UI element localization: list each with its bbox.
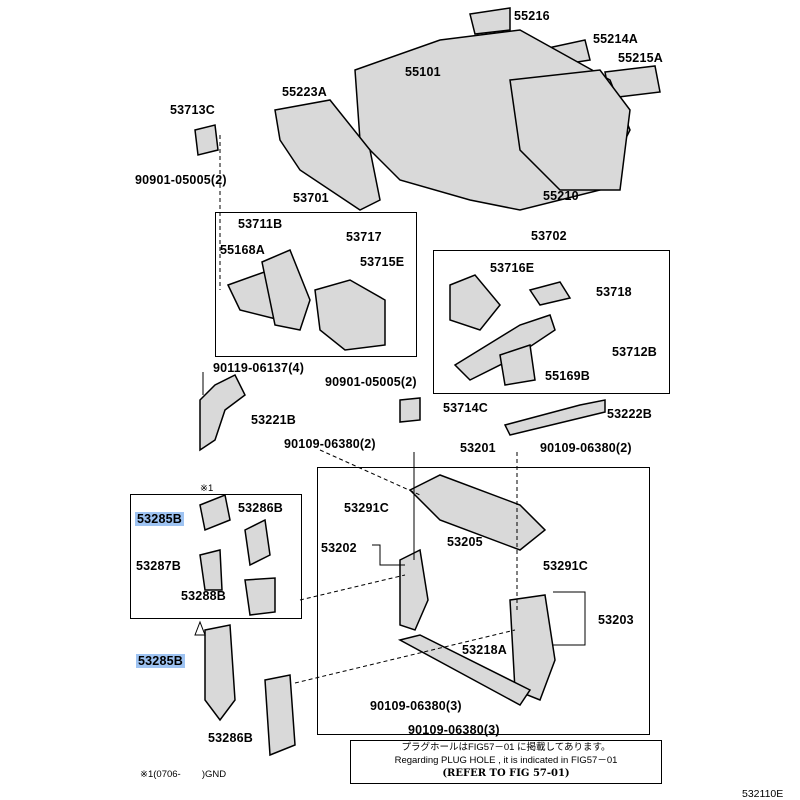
label-90109-06380-c[interactable]: 90109-06380(3) [370, 699, 462, 713]
label-53712b[interactable]: 53712B [612, 345, 657, 359]
label-53285b-lower[interactable]: 53285B [136, 654, 185, 668]
label-53291c-a[interactable]: 53291C [344, 501, 389, 515]
note-japanese: プラグホールはFIG57－01 に掲載してあります。 [401, 742, 611, 753]
part-55216 [469, 7, 511, 35]
note-english: Regarding PLUG HOLE , it is indicated in… [394, 755, 618, 766]
label-55210[interactable]: 55210 [543, 189, 579, 203]
label-53713c[interactable]: 53713C [170, 103, 215, 117]
group-box-side-parts [130, 494, 302, 619]
part-53221b [199, 373, 246, 452]
label-90901-05005-b[interactable]: 90901-05005(2) [325, 375, 417, 389]
label-90119-06137[interactable]: 90119-06137(4) [213, 361, 305, 375]
plug-hole-note: プラグホールはFIG57－01 に掲載してあります。 Regarding PLU… [350, 740, 662, 784]
figure-id: 532110E [742, 788, 784, 800]
part-53712b [453, 314, 556, 381]
label-53205[interactable]: 53205 [447, 535, 483, 549]
label-53201[interactable]: 53201 [460, 441, 496, 455]
part-55223a [274, 99, 381, 211]
footnote: ※1(0706- )GND [140, 769, 227, 780]
label-53286b-lower[interactable]: 53286B [208, 731, 253, 745]
part-53288b [244, 577, 276, 616]
part-53711b [261, 249, 311, 331]
part-55169b [499, 344, 536, 386]
part-53202 [399, 548, 429, 631]
label-53718[interactable]: 53718 [596, 285, 632, 299]
part-55210 [509, 69, 631, 191]
label-53715e[interactable]: 53715E [360, 255, 405, 269]
label-55168a[interactable]: 55168A [220, 243, 265, 257]
label-90109-06380-b[interactable]: 90109-06380(2) [540, 441, 632, 455]
label-55215a[interactable]: 55215A [618, 51, 663, 65]
label-53288b[interactable]: 53288B [181, 589, 226, 603]
label-53291c-b[interactable]: 53291C [543, 559, 588, 573]
label-53702[interactable]: 53702 [531, 229, 567, 243]
group-box-53201 [317, 467, 650, 735]
part-53285b-upper [199, 493, 231, 532]
label-55169b[interactable]: 55169B [545, 369, 590, 383]
label-90109-06380-d[interactable]: 90109-06380(3) [408, 723, 500, 737]
label-53287b[interactable]: 53287B [136, 559, 181, 573]
label-53202[interactable]: 53202 [321, 541, 357, 555]
part-53718 [528, 281, 572, 306]
label-53203[interactable]: 53203 [598, 613, 634, 627]
part-53218a [397, 634, 532, 706]
group-box-53702 [433, 250, 670, 394]
label-mark-1: ※1 [200, 483, 214, 494]
label-53285b-upper[interactable]: 53285B [135, 512, 184, 526]
label-53716e[interactable]: 53716E [490, 261, 535, 275]
part-53285b-lower [204, 624, 236, 722]
part-53286b-upper [244, 518, 271, 567]
part-53714c [399, 397, 421, 423]
note-refer-link[interactable]: (REFER TO FIG 57-01) [442, 768, 570, 779]
label-53221b[interactable]: 53221B [251, 413, 296, 427]
part-53286b-lower [264, 674, 296, 757]
label-53717[interactable]: 53717 [346, 230, 382, 244]
part-53222b [503, 399, 606, 436]
label-53218a[interactable]: 53218A [462, 643, 507, 657]
label-55223a[interactable]: 55223A [282, 85, 327, 99]
label-53714c[interactable]: 53714C [443, 401, 488, 415]
label-55216[interactable]: 55216 [514, 9, 550, 23]
label-55101[interactable]: 55101 [405, 65, 441, 79]
label-90109-06380-a[interactable]: 90109-06380(2) [284, 437, 376, 451]
part-53713c [194, 124, 219, 156]
label-53286b-upper[interactable]: 53286B [238, 501, 283, 515]
group-box-53701 [215, 212, 417, 357]
part-53203 [509, 594, 556, 701]
part-53205 [408, 474, 547, 551]
part-53287b [199, 549, 223, 591]
label-90901-05005-a[interactable]: 90901-05005(2) [135, 173, 227, 187]
label-53701[interactable]: 53701 [293, 191, 329, 205]
part-53715e-tower [314, 279, 386, 351]
label-53222b[interactable]: 53222B [607, 407, 652, 421]
label-53711b[interactable]: 53711B [238, 217, 283, 231]
part-53716e [449, 274, 501, 331]
label-55214a[interactable]: 55214A [593, 32, 638, 46]
